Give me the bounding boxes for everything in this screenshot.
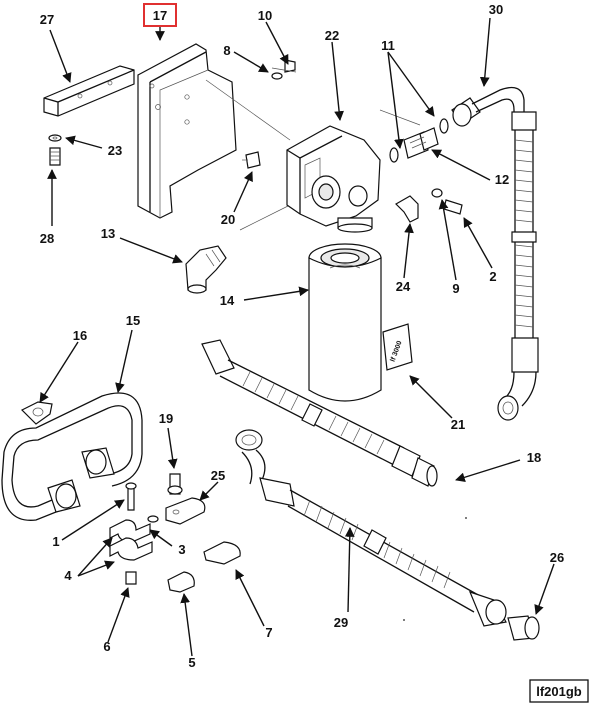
callout-21: 21 bbox=[451, 417, 465, 432]
callout-10: 10 bbox=[258, 8, 272, 23]
callout-18: 18 bbox=[527, 450, 541, 465]
callout-29: 29 bbox=[334, 615, 348, 630]
reference-code-box: lf201gb bbox=[529, 679, 589, 703]
callout-8: 8 bbox=[223, 43, 230, 58]
callout-17: 17 bbox=[153, 8, 167, 23]
callout-7: 7 bbox=[265, 625, 272, 640]
callout-numbers: 27 17 10 22 30 8 11 23 12 20 13 28 24 9 … bbox=[40, 2, 564, 670]
leader-lines bbox=[39, 17, 555, 657]
callout-15: 15 bbox=[126, 313, 140, 328]
callout-9: 9 bbox=[452, 281, 459, 296]
hose-assembly-18 bbox=[201, 339, 438, 487]
callout-13: 13 bbox=[101, 226, 115, 241]
callout-5: 5 bbox=[188, 655, 195, 670]
fitting-with-o-rings bbox=[389, 118, 449, 163]
callout-28: 28 bbox=[40, 231, 54, 246]
clamp-assembly bbox=[109, 482, 159, 585]
upper-hose-assembly bbox=[451, 86, 539, 421]
highlight-box bbox=[143, 3, 177, 27]
callout-1: 1 bbox=[52, 534, 59, 549]
callout-24: 24 bbox=[396, 279, 411, 294]
callout-12: 12 bbox=[495, 172, 509, 187]
callout-4: 4 bbox=[64, 568, 72, 583]
callout-23: 23 bbox=[108, 143, 122, 158]
hose-assembly-29 bbox=[235, 429, 507, 627]
callout-6: 6 bbox=[103, 639, 110, 654]
callout-30: 30 bbox=[489, 2, 503, 17]
callout-2: 2 bbox=[489, 269, 496, 284]
callout-3: 3 bbox=[178, 542, 185, 557]
small-fasteners bbox=[271, 59, 297, 80]
u-shaped-hose bbox=[1, 392, 143, 521]
callout-16: 16 bbox=[73, 328, 87, 343]
washer-and-bolt bbox=[48, 134, 62, 166]
reference-code: lf201gb bbox=[536, 684, 582, 699]
callout-20: 20 bbox=[221, 212, 235, 227]
clip-parts bbox=[165, 473, 241, 593]
callout-22: 22 bbox=[325, 28, 339, 43]
filter-head bbox=[286, 125, 381, 233]
callout-27: 27 bbox=[40, 12, 54, 27]
callout-26: 26 bbox=[550, 550, 564, 565]
mounting-bar bbox=[43, 65, 135, 117]
filter-cartridge: lf 3000 bbox=[308, 243, 413, 402]
callout-11: 11 bbox=[381, 38, 395, 53]
elbow-washer-bolt bbox=[395, 188, 463, 223]
clamp-16 bbox=[20, 401, 53, 425]
callout-19: 19 bbox=[159, 411, 173, 426]
end-fitting bbox=[507, 615, 540, 641]
callout-25: 25 bbox=[211, 468, 225, 483]
mounting-bracket bbox=[137, 43, 237, 219]
elbow-fitting bbox=[185, 245, 227, 294]
callout-14: 14 bbox=[220, 293, 235, 308]
bracket-bolt bbox=[242, 151, 261, 169]
